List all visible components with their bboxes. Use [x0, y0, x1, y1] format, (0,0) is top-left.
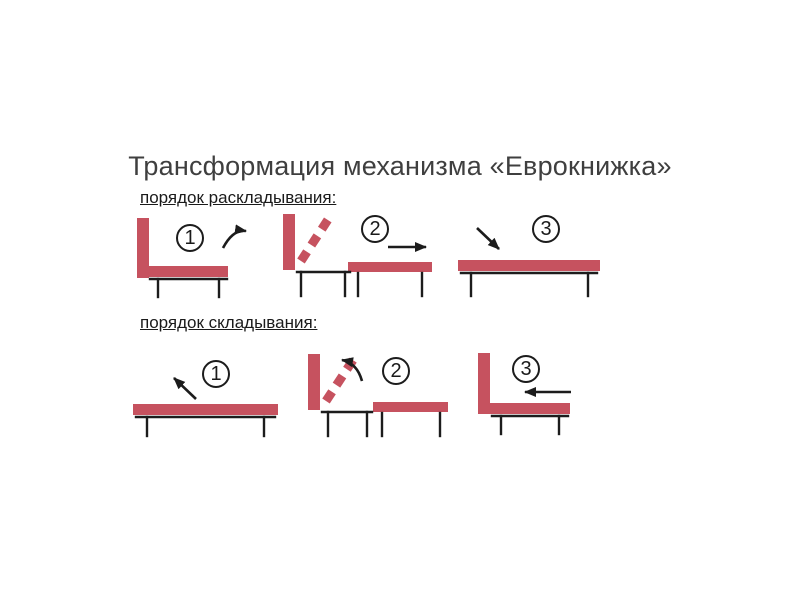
- step-number-unfold-1: 1: [176, 224, 204, 252]
- diagram-unfold-step-2: [283, 212, 432, 298]
- section-label-fold: порядок складывания:: [140, 313, 318, 332]
- backrest-bar: [137, 218, 149, 278]
- motion-arrow: [476, 227, 500, 250]
- motion-arrow: [221, 224, 247, 249]
- page-title: Трансформация механизма «Еврокнижка»: [128, 151, 672, 181]
- bed-bar: [133, 404, 278, 415]
- step-number-unfold-2: 2: [361, 215, 389, 243]
- seat-bar: [149, 266, 228, 277]
- bed-bar: [458, 260, 600, 271]
- backrest-bar: [308, 354, 320, 410]
- diagram-fold-step-2: [308, 354, 448, 438]
- backrest-intermediate-dashed: [297, 212, 335, 264]
- step-number-fold-2: 2: [382, 357, 410, 385]
- step-number-fold-1: 1: [202, 360, 230, 388]
- diagram-unfold-step-3: [458, 227, 600, 298]
- diagram-fold-step-1: [133, 377, 278, 438]
- motion-arrow: [341, 357, 364, 382]
- seat-bar: [348, 262, 432, 272]
- seat-bar: [490, 403, 570, 414]
- seat-bar: [373, 402, 448, 412]
- motion-arrow: [173, 377, 197, 400]
- backrest-bar: [283, 214, 295, 270]
- step-number-unfold-3: 3: [532, 215, 560, 243]
- diagram-fold-step-3: [478, 353, 571, 436]
- step-number-fold-3: 3: [512, 355, 540, 383]
- backrest-bar: [478, 353, 490, 414]
- diagram-unfold-step-1: [137, 218, 247, 299]
- section-label-unfold: порядок раскладывания:: [140, 188, 337, 207]
